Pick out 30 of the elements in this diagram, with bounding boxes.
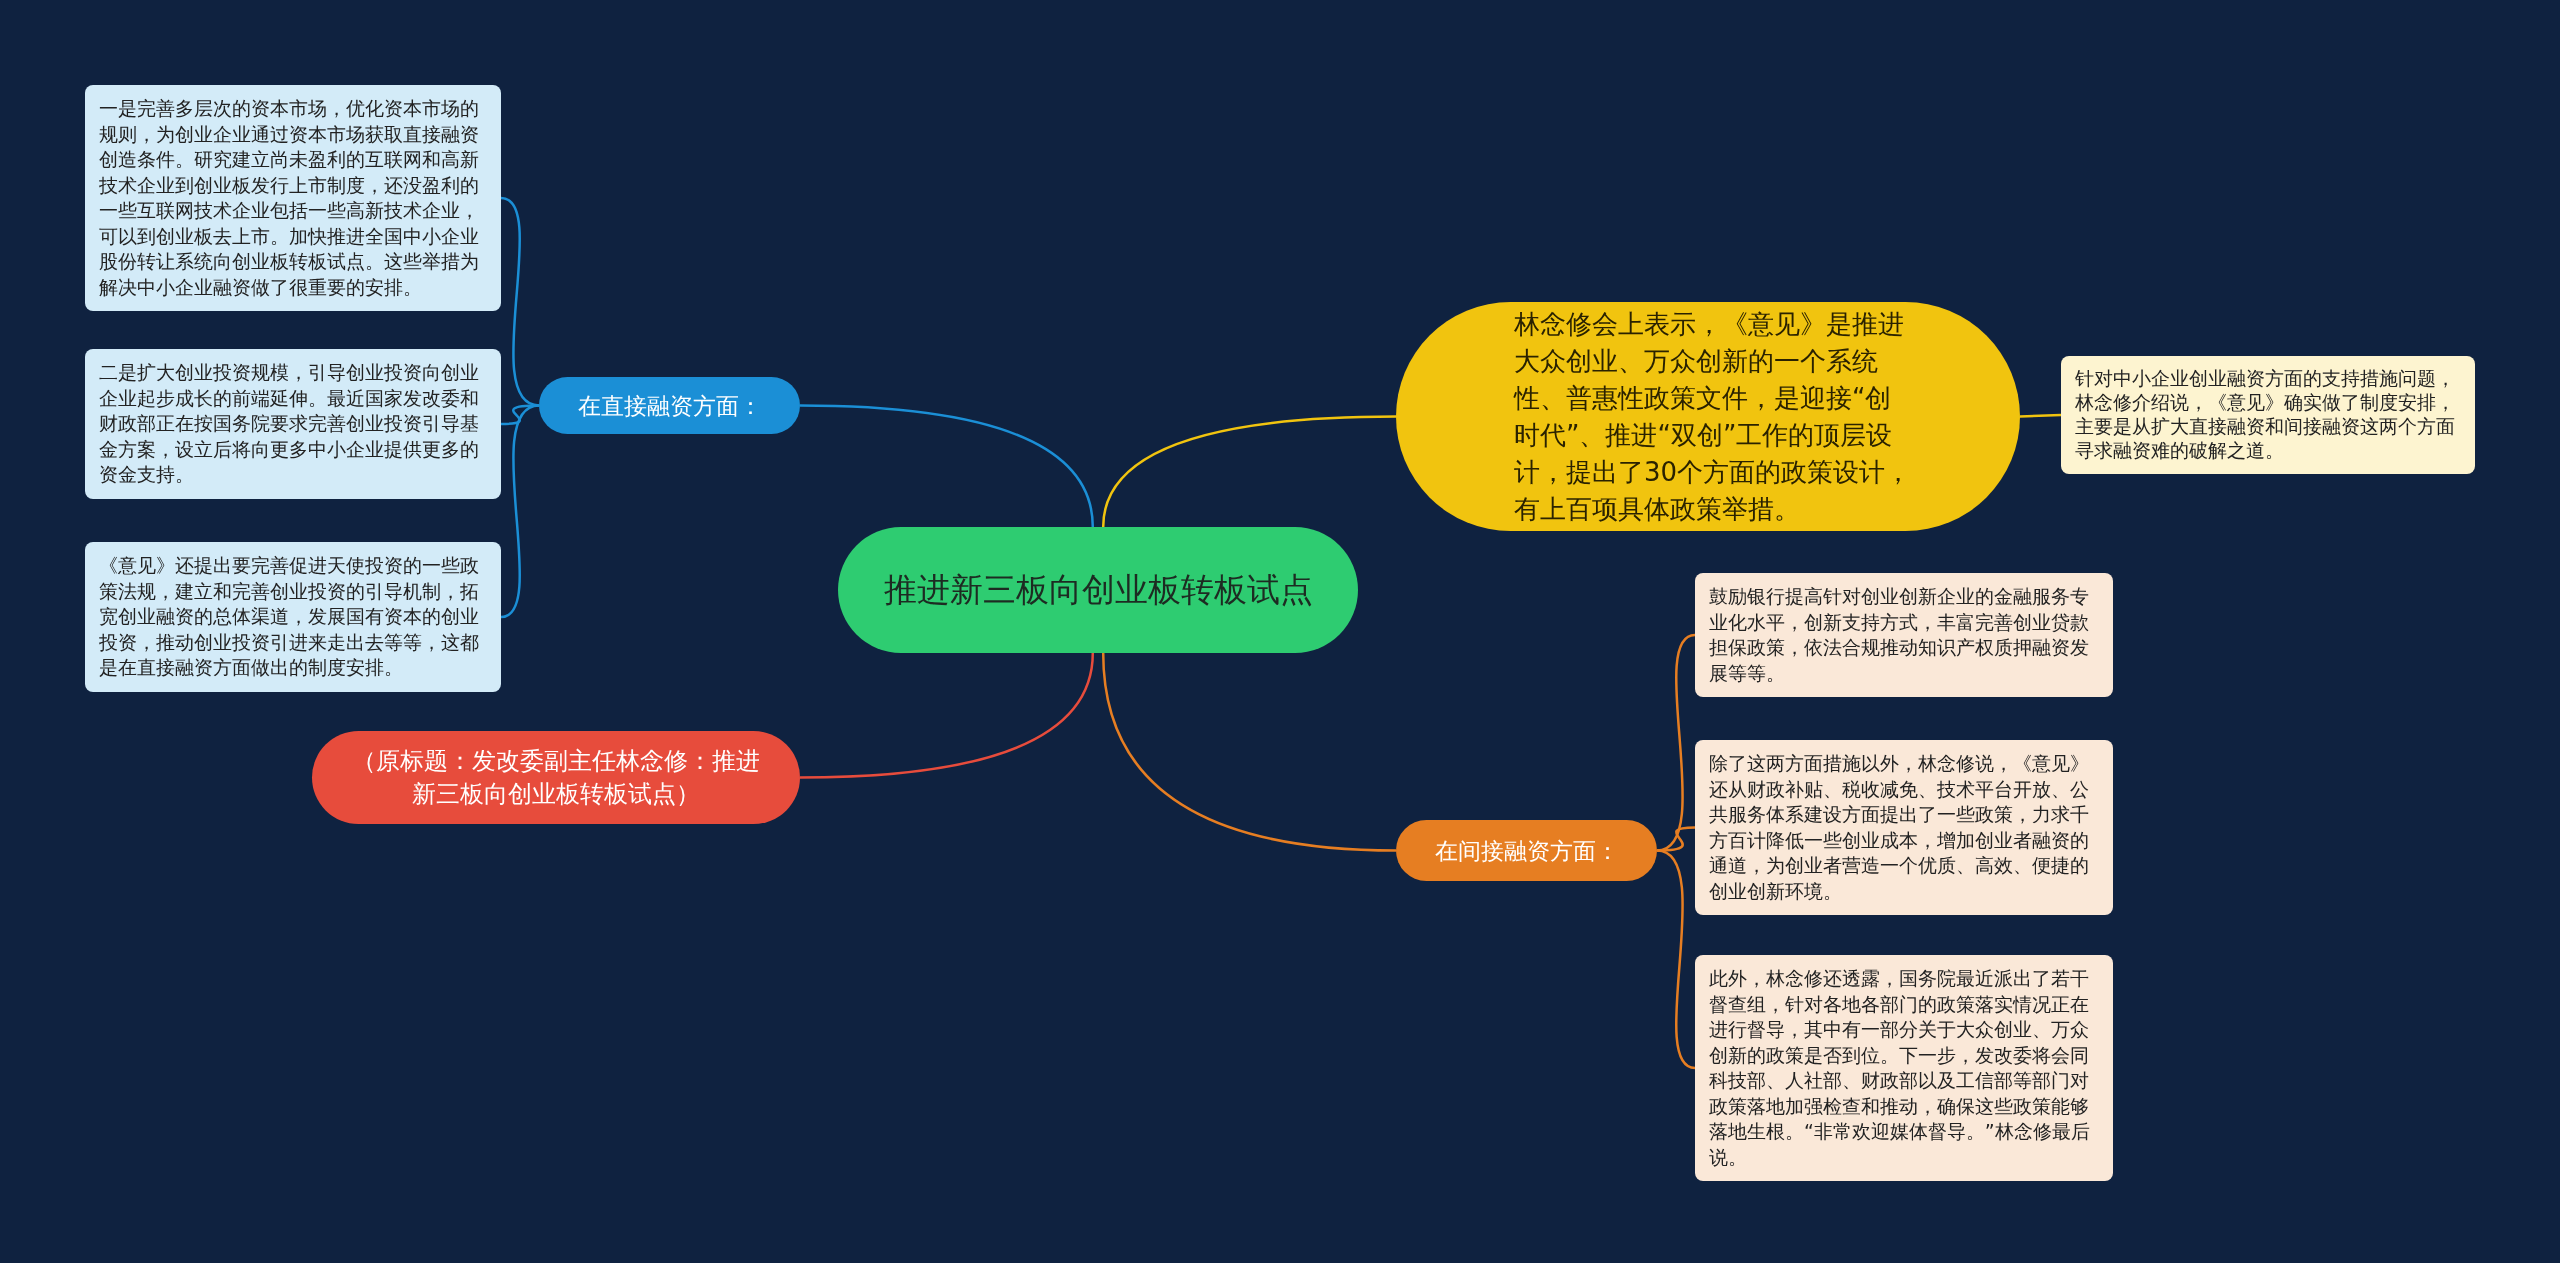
node-text: 推进新三板向创业板转板试点	[882, 569, 1314, 611]
connector-line	[2019, 413, 2062, 418]
node-text: 针对中小企业创业融资方面的支持措施问题，林念修介绍说，《意见》确实做了制度安排，主要是从扩大直接融资和间接融资这两个方面寻求融资难的破解之道。	[2075, 367, 2456, 463]
text-card	[1695, 740, 2113, 915]
connector-line	[500, 404, 540, 619]
connector-line	[799, 652, 1095, 779]
text-card	[85, 542, 501, 692]
text-card	[85, 349, 501, 499]
text-card	[85, 85, 501, 311]
node-text: 二是扩大创业投资规模，引导创业投资向创业企业起步成长的前端延伸。最近国家发改委和财政部正在按国务院要求完善创业投资引导基金方案，设立后将向更多中小企业提供更多的资金支持。	[99, 360, 480, 487]
note-card	[2061, 356, 2475, 474]
node-text: 此外，林念修还透露，国务院最近派出了若干督查组，针对各地各部门的政策落实情况正在进行督导，其中有一部分关于大众创业、万众创新的政策是否到位。下一步，发改委将会同科技部、人社部、财政部以及工信部等部门对政策落地加强检查和推动，确保这些政策能够落地生根。“非常欢迎媒体督导。”林念修最后说。	[1709, 966, 2091, 1170]
node-text: 《意见》还提出要完善促进天使投资的一些政策法规，建立和完善创业投资的引导机制，拓宽创业融资的总体渠道，发展国有资本的创业投资，推动创业投资引进来走出去等等，这都是在直接融资方面做出的制度安排。	[99, 553, 480, 680]
connector-line	[1101, 652, 1397, 852]
connector-line	[1101, 415, 1397, 528]
text-card	[1695, 573, 2113, 697]
connector-line	[799, 404, 1095, 528]
node-text: 林念修会上表示，《意见》是推进大众创业、万众创新的一个系统性、普惠性政策文件，是迎接“创时代”、推进“双创”工作的顶层设计，提出了30个方面的政策设计，有上百项具体政策举措。	[1514, 307, 1912, 526]
connector-line	[500, 404, 540, 426]
node-text: 在间接融资方面：	[1433, 836, 1620, 866]
connector-line	[1656, 826, 1696, 852]
connector-line	[1656, 849, 1696, 1070]
node-text: 在直接融资方面：	[576, 391, 763, 421]
branch-node	[1396, 820, 1657, 881]
node-text: （原标题：发改委副主任林念修：推进新三板向创业板转板试点）	[352, 745, 760, 810]
node-text: 一是完善多层次的资本市场，优化资本市场的规则，为创业企业通过资本市场获取直接融资创造条件。研究建立尚未盈利的互联网和高新技术企业到创业板发行上市制度，还没盈利的一些互联网技术企业包括一些高新技术企业，可以到创业板去上市。加快推进全国中小企业股份转让系统向创业板转板试点。这些举措为解决中小企业融资做了很重要的安排。	[99, 96, 480, 300]
branch-node	[539, 377, 800, 434]
node-text: 除了这两方面措施以外，林念修说，《意见》还从财政补贴、税收减免、技术平台开放、公共服务体系建设方面提出了一些政策，力求千方百计降低一些创业成本，增加创业者融资的通道，为创业者营造一个优质、高效、便捷的创业创新环境。	[1709, 751, 2090, 904]
text-card	[1695, 955, 2113, 1181]
node-text: 鼓励银行提高针对创业创新企业的金融服务专业化水平，创新支持方式，丰富完善创业贷款担保政策，依法合规推动知识产权质押融资发展等等。	[1709, 584, 2090, 686]
